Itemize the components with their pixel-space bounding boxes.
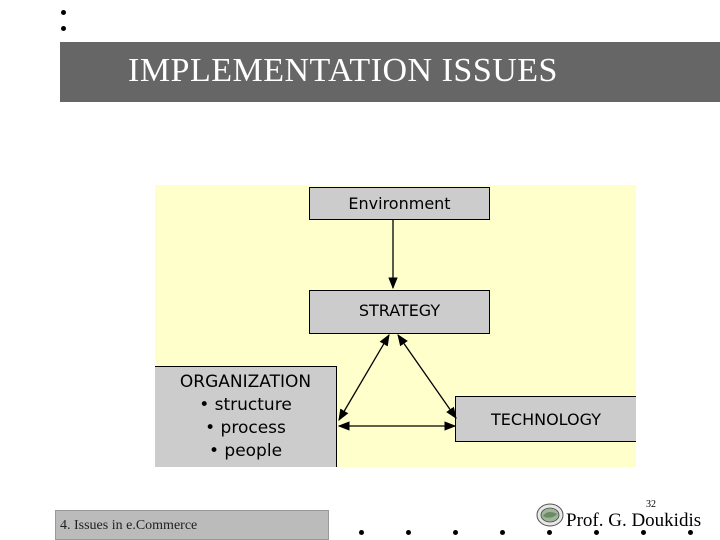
organization-title: ORGANIZATION: [179, 372, 312, 392]
footer-dot: [688, 530, 693, 535]
footer-dot: [406, 530, 411, 535]
environment-box: Environment: [309, 187, 490, 220]
footer-dot: [641, 530, 646, 535]
footer-dot: [359, 530, 364, 535]
technology-label: TECHNOLOGY: [491, 409, 601, 429]
university-logo-icon: [536, 503, 564, 527]
strategy-box: STRATEGY: [309, 290, 490, 334]
footer-dot: [453, 530, 458, 535]
footer-dot: [594, 530, 599, 535]
organization-item-people: • people: [208, 441, 283, 461]
strategy-label: STRATEGY: [358, 301, 441, 320]
page-number: 32: [646, 499, 656, 510]
arrow-strategy-organization: [338, 333, 390, 422]
organization-box: ORGANIZATION • structure • process • peo…: [155, 366, 337, 467]
technology-box: TECHNOLOGY: [455, 396, 636, 442]
decor-dot-top: [61, 10, 66, 15]
title-bar: [60, 42, 720, 102]
organization-item-process: • process: [205, 418, 286, 438]
slide-title: IMPLEMENTATION ISSUES: [128, 52, 558, 89]
author-name: Prof. G. Doukidis: [566, 510, 702, 531]
environment-label: Environment: [348, 194, 451, 213]
organization-item-structure: • structure: [199, 395, 292, 415]
decor-dot-top: [61, 26, 66, 31]
footer-dot: [547, 530, 552, 535]
footer-label: 4. Issues in e.Commerce: [60, 518, 198, 533]
footer-dot: [500, 530, 505, 535]
arrow-strategy-technology: [397, 334, 457, 419]
